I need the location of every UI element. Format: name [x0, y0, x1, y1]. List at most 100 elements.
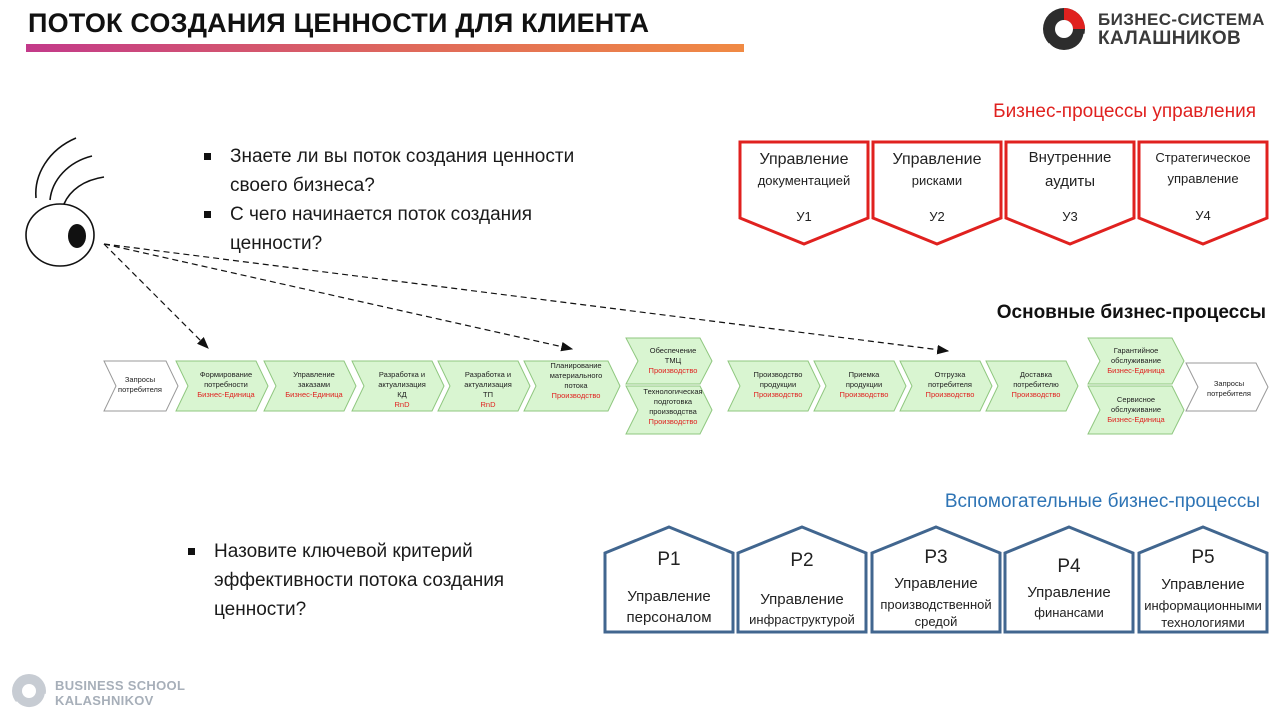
support-code: Р4 [1057, 556, 1081, 577]
management-name: Управление [893, 151, 982, 168]
core-start-chevron [103, 360, 179, 412]
core-step-chevron [1087, 385, 1185, 435]
core-step-label: Отгрузка [935, 370, 967, 379]
management-processes: УправлениедокументациейУ1Управлениериска… [738, 140, 1269, 246]
logo-text-line1: БИЗНЕС-СИСТЕМА [1098, 10, 1265, 29]
core-step-label: Обеспечение [650, 346, 697, 355]
core-step-label: Управление [293, 370, 335, 379]
core-step-label: Гарантийное [1114, 346, 1159, 355]
core-step-owner: RnD [394, 400, 410, 409]
management-shape [738, 140, 870, 246]
core-step-chevron [175, 360, 269, 412]
core-step-label: Сервисное [1117, 395, 1155, 404]
management-name: управление [1167, 171, 1238, 186]
core-step-owner: Производство [1012, 390, 1061, 399]
core-step-label: ТП [483, 390, 493, 399]
support-name: производственной [880, 597, 991, 612]
questions-top-list: Знаете ли вы поток создания ценности сво… [202, 142, 622, 258]
support-name: средой [915, 614, 958, 629]
core-step-owner: Производство [840, 390, 889, 399]
core-step-chevron [625, 337, 713, 385]
support-code: Р5 [1191, 547, 1214, 568]
core-step-label: Производство [754, 370, 803, 379]
support-code: Р2 [790, 550, 813, 571]
core-step-owner: Производство [649, 366, 698, 375]
management-name: Стратегическое [1155, 150, 1250, 165]
gaze-arrow [103, 243, 574, 352]
support-name: персоналом [626, 609, 711, 626]
core-step-owner: Бизнес-Единица [1107, 366, 1165, 375]
footer-text-line1: BUSINESS SCHOOL [55, 678, 186, 693]
support-name: Управление [760, 591, 843, 608]
management-code: У3 [1062, 209, 1078, 224]
footer-text-line2: KALASHNIKOV [55, 693, 154, 708]
core-step-label: Доставка [1020, 370, 1053, 379]
support-shape [1003, 525, 1135, 634]
management-shape [1137, 140, 1269, 246]
core-step-label: актуализация [378, 380, 426, 389]
management-code: У2 [929, 209, 945, 224]
title-underline [26, 44, 744, 52]
core-step-owner: RnD [480, 400, 496, 409]
core-step-label: обслуживание [1111, 356, 1161, 365]
core-end-label: Запросы [1214, 379, 1244, 388]
core-step-chevron [523, 360, 621, 412]
core-step-owner: Производство [926, 390, 975, 399]
core-step-label: актуализация [464, 380, 512, 389]
core-start-label: потребителя [118, 385, 162, 394]
management-name: Внутренние [1029, 149, 1112, 166]
core-step-label: ТМЦ [665, 356, 682, 365]
company-logo: БИЗНЕС-СИСТЕМА КАЛАШНИКОВ [1040, 4, 1280, 54]
support-shape [1137, 525, 1269, 634]
core-end-chevron [1185, 362, 1269, 412]
questions-bottom-list: Назовите ключевой критерий эффективности… [186, 537, 586, 624]
core-step-label: продукции [846, 380, 882, 389]
logo-text-line2: КАЛАШНИКОВ [1098, 28, 1242, 49]
core-step-chevron [985, 360, 1079, 412]
support-name: информационными [1144, 598, 1262, 613]
core-step-chevron [1087, 337, 1185, 385]
core-processes: ЗапросыпотребителяФормированиепотребност… [103, 337, 1269, 435]
footer-emblem-icon [12, 674, 48, 710]
core-step-owner: Бизнес-Единица [1107, 415, 1165, 424]
gaze-arrows [103, 243, 950, 355]
core-section-title: Основные бизнес-процессы [996, 302, 1266, 323]
core-step-label: продукции [760, 380, 796, 389]
core-step-label: Разработка и [379, 370, 425, 379]
support-name: Управление [894, 575, 977, 592]
core-step-label: материального [550, 371, 603, 380]
logo-emblem-icon [1043, 8, 1087, 54]
core-step-label: потребности [204, 380, 248, 389]
support-name: Управление [627, 588, 710, 605]
core-step-chevron [351, 360, 445, 412]
core-step-label: потребителю [1013, 380, 1059, 389]
core-step-chevron [437, 360, 531, 412]
core-step-label: Планирование [550, 361, 601, 370]
core-step-owner: Бизнес-Единица [197, 390, 255, 399]
support-name: финансами [1034, 605, 1103, 620]
core-step-label: Разработка и [465, 370, 511, 379]
management-name: аудиты [1045, 173, 1095, 190]
management-name: рисками [912, 173, 962, 188]
core-step-chevron [727, 360, 821, 412]
core-step-label: Приемка [849, 370, 881, 379]
question-item: Знаете ли вы поток создания ценности сво… [202, 142, 622, 200]
support-name: инфраструктурой [749, 612, 855, 627]
question-item: С чего начинается поток создания ценност… [202, 200, 622, 258]
management-name: Управление [760, 151, 849, 168]
core-start-label: Запросы [125, 375, 155, 384]
gaze-arrow [103, 243, 950, 355]
management-shape [871, 140, 1003, 246]
support-name: технологиями [1161, 615, 1245, 630]
core-step-label: обслуживание [1111, 405, 1161, 414]
support-code: Р1 [657, 549, 680, 570]
core-step-label: Формирование [200, 370, 252, 379]
support-shape [870, 525, 1002, 634]
management-section-title: Бизнес-процессы управления [993, 101, 1256, 122]
management-shape [1004, 140, 1136, 246]
